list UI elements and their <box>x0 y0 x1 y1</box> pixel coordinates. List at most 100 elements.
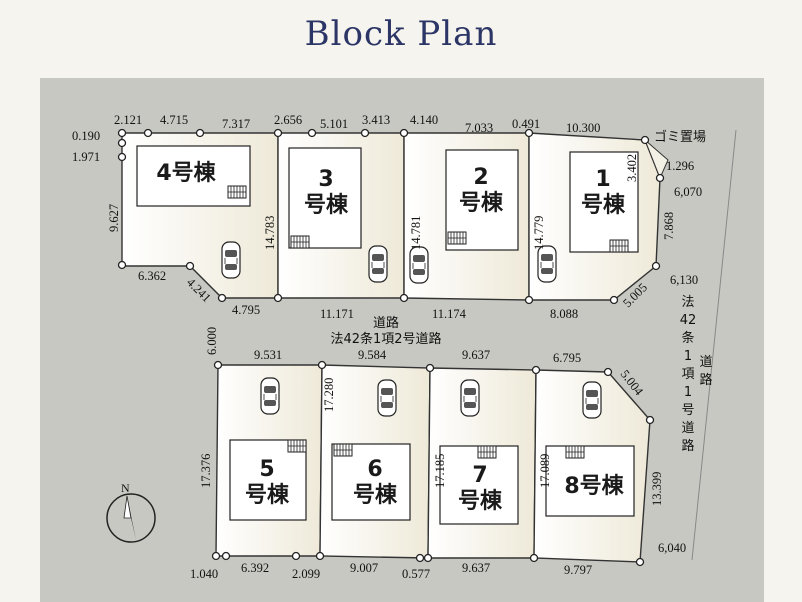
car-icon <box>260 377 280 415</box>
dim-label: 3.402 <box>625 154 639 182</box>
lot-1-label-number: 1 <box>595 167 610 192</box>
dim-label: 13.399 <box>650 472 664 506</box>
car-icon <box>377 379 397 417</box>
dim-label: 9.637 <box>462 561 490 575</box>
lot-3-label-suffix: 号棟 <box>304 192 349 218</box>
lot-8-label: 8号棟 <box>564 473 624 499</box>
svg-text:項: 項 <box>681 367 694 382</box>
dim-label: 6.362 <box>138 269 166 283</box>
svg-text:号: 号 <box>681 403 694 418</box>
svg-text:法: 法 <box>681 295 694 310</box>
dim-label: 6.392 <box>241 561 269 575</box>
dim-label: 10.300 <box>566 121 600 135</box>
dim-label: 17.089 <box>538 454 552 488</box>
dim-label: 11.171 <box>320 307 354 321</box>
lot-3-label-number: 3 <box>318 167 333 192</box>
dim-label: 6.000 <box>205 327 219 355</box>
lot-7-label-suffix: 号棟 <box>458 488 503 514</box>
svg-text:N: N <box>121 481 130 495</box>
dim-label: 14.781 <box>409 216 423 250</box>
dim-label: 4.715 <box>160 113 188 127</box>
building-7 <box>439 445 519 525</box>
car-icon <box>537 245 557 283</box>
dim-label: 1.040 <box>190 567 218 581</box>
dim-label: 0.577 <box>402 567 430 581</box>
dim-label: 4.140 <box>410 113 438 127</box>
dim-label: 14.783 <box>263 216 277 250</box>
dim-label: 11.174 <box>432 307 467 321</box>
boundary-markers <box>117 128 665 567</box>
dim-label: 2.121 <box>114 113 142 127</box>
dim-label: 6,040 <box>658 541 686 555</box>
dim-label: 9.531 <box>254 348 282 362</box>
dim-label: 9.007 <box>350 561 378 575</box>
car-icon <box>409 246 429 284</box>
dim-label: 7.868 <box>662 212 676 240</box>
entrance-icon <box>290 235 310 249</box>
garbage-area <box>644 139 669 180</box>
dim-label: 6,070 <box>674 185 702 199</box>
building-6 <box>331 443 411 521</box>
lot-1-label-suffix: 号棟 <box>581 192 626 218</box>
entrance-icon <box>565 445 585 459</box>
building-1 <box>569 151 639 253</box>
lot-2-label-suffix: 号棟 <box>459 190 504 216</box>
page-title: Block Plan <box>304 14 498 54</box>
car-icon <box>221 241 241 279</box>
svg-text:道: 道 <box>681 421 694 436</box>
dim-label: 0.190 <box>72 129 100 143</box>
building-8 <box>545 445 635 517</box>
lot-5-label-number: 5 <box>259 457 274 482</box>
dimensions: 0.190 1.971 2.121 4.715 7.317 2.656 5.10… <box>72 113 702 581</box>
svg-text:1: 1 <box>684 349 692 364</box>
entrance-icon <box>477 445 497 459</box>
dim-label: 5.101 <box>320 117 348 131</box>
dim-label: 8.088 <box>550 307 578 321</box>
dim-label: 2.656 <box>274 113 302 127</box>
car-icon <box>460 379 480 417</box>
lot-6-label-number: 6 <box>367 457 382 482</box>
dim-label: 9.797 <box>564 563 592 577</box>
dim-label: 17.185 <box>433 454 447 488</box>
svg-text:道: 道 <box>699 355 712 370</box>
dim-label: 3.413 <box>362 113 390 127</box>
lot-4-label: 4号棟 <box>156 160 216 186</box>
svg-text:1: 1 <box>684 385 692 400</box>
dim-label: 1.296 <box>666 159 694 173</box>
dim-label: 1.971 <box>72 150 100 164</box>
car-icon <box>368 245 388 283</box>
dim-label: 7.317 <box>222 117 250 131</box>
svg-text:42: 42 <box>680 313 697 328</box>
dim-label: 2.099 <box>292 567 320 581</box>
north-arrow-icon: N <box>106 481 156 543</box>
car-icon <box>582 381 602 419</box>
dim-label: 14.779 <box>532 216 546 250</box>
building-3 <box>288 147 362 249</box>
dim-label: 17.376 <box>199 454 213 488</box>
dim-label: 6.795 <box>553 351 581 365</box>
dim-label: 6,130 <box>670 273 698 287</box>
lot-7-label-number: 7 <box>472 463 487 488</box>
dim-label: 17.280 <box>322 378 336 412</box>
lot-5-label-suffix: 号棟 <box>245 482 290 508</box>
building-5 <box>229 439 307 521</box>
entrance-icon <box>287 439 307 453</box>
svg-text:路: 路 <box>699 372 712 388</box>
road-edge <box>691 129 737 561</box>
dim-label: 7.033 <box>465 121 493 135</box>
east-road-label: 法 42 条 1 項 1 号 道 路 道 路 <box>680 295 713 454</box>
entrance-icon <box>609 239 629 253</box>
dim-label: 0.491 <box>512 117 540 131</box>
entrance-icon <box>447 231 467 245</box>
center-road-label: 道路 <box>373 315 399 331</box>
entrance-icon <box>333 443 353 457</box>
svg-text:路: 路 <box>681 438 694 454</box>
garbage-label: ゴミ置場 <box>654 129 706 145</box>
dim-label: 4.795 <box>232 303 260 317</box>
dim-label: 9.637 <box>462 348 490 362</box>
lot-6-label-suffix: 号棟 <box>353 482 398 508</box>
entrance-icon <box>227 185 247 199</box>
dim-label: 9.627 <box>107 204 121 232</box>
svg-text:条: 条 <box>681 330 694 346</box>
